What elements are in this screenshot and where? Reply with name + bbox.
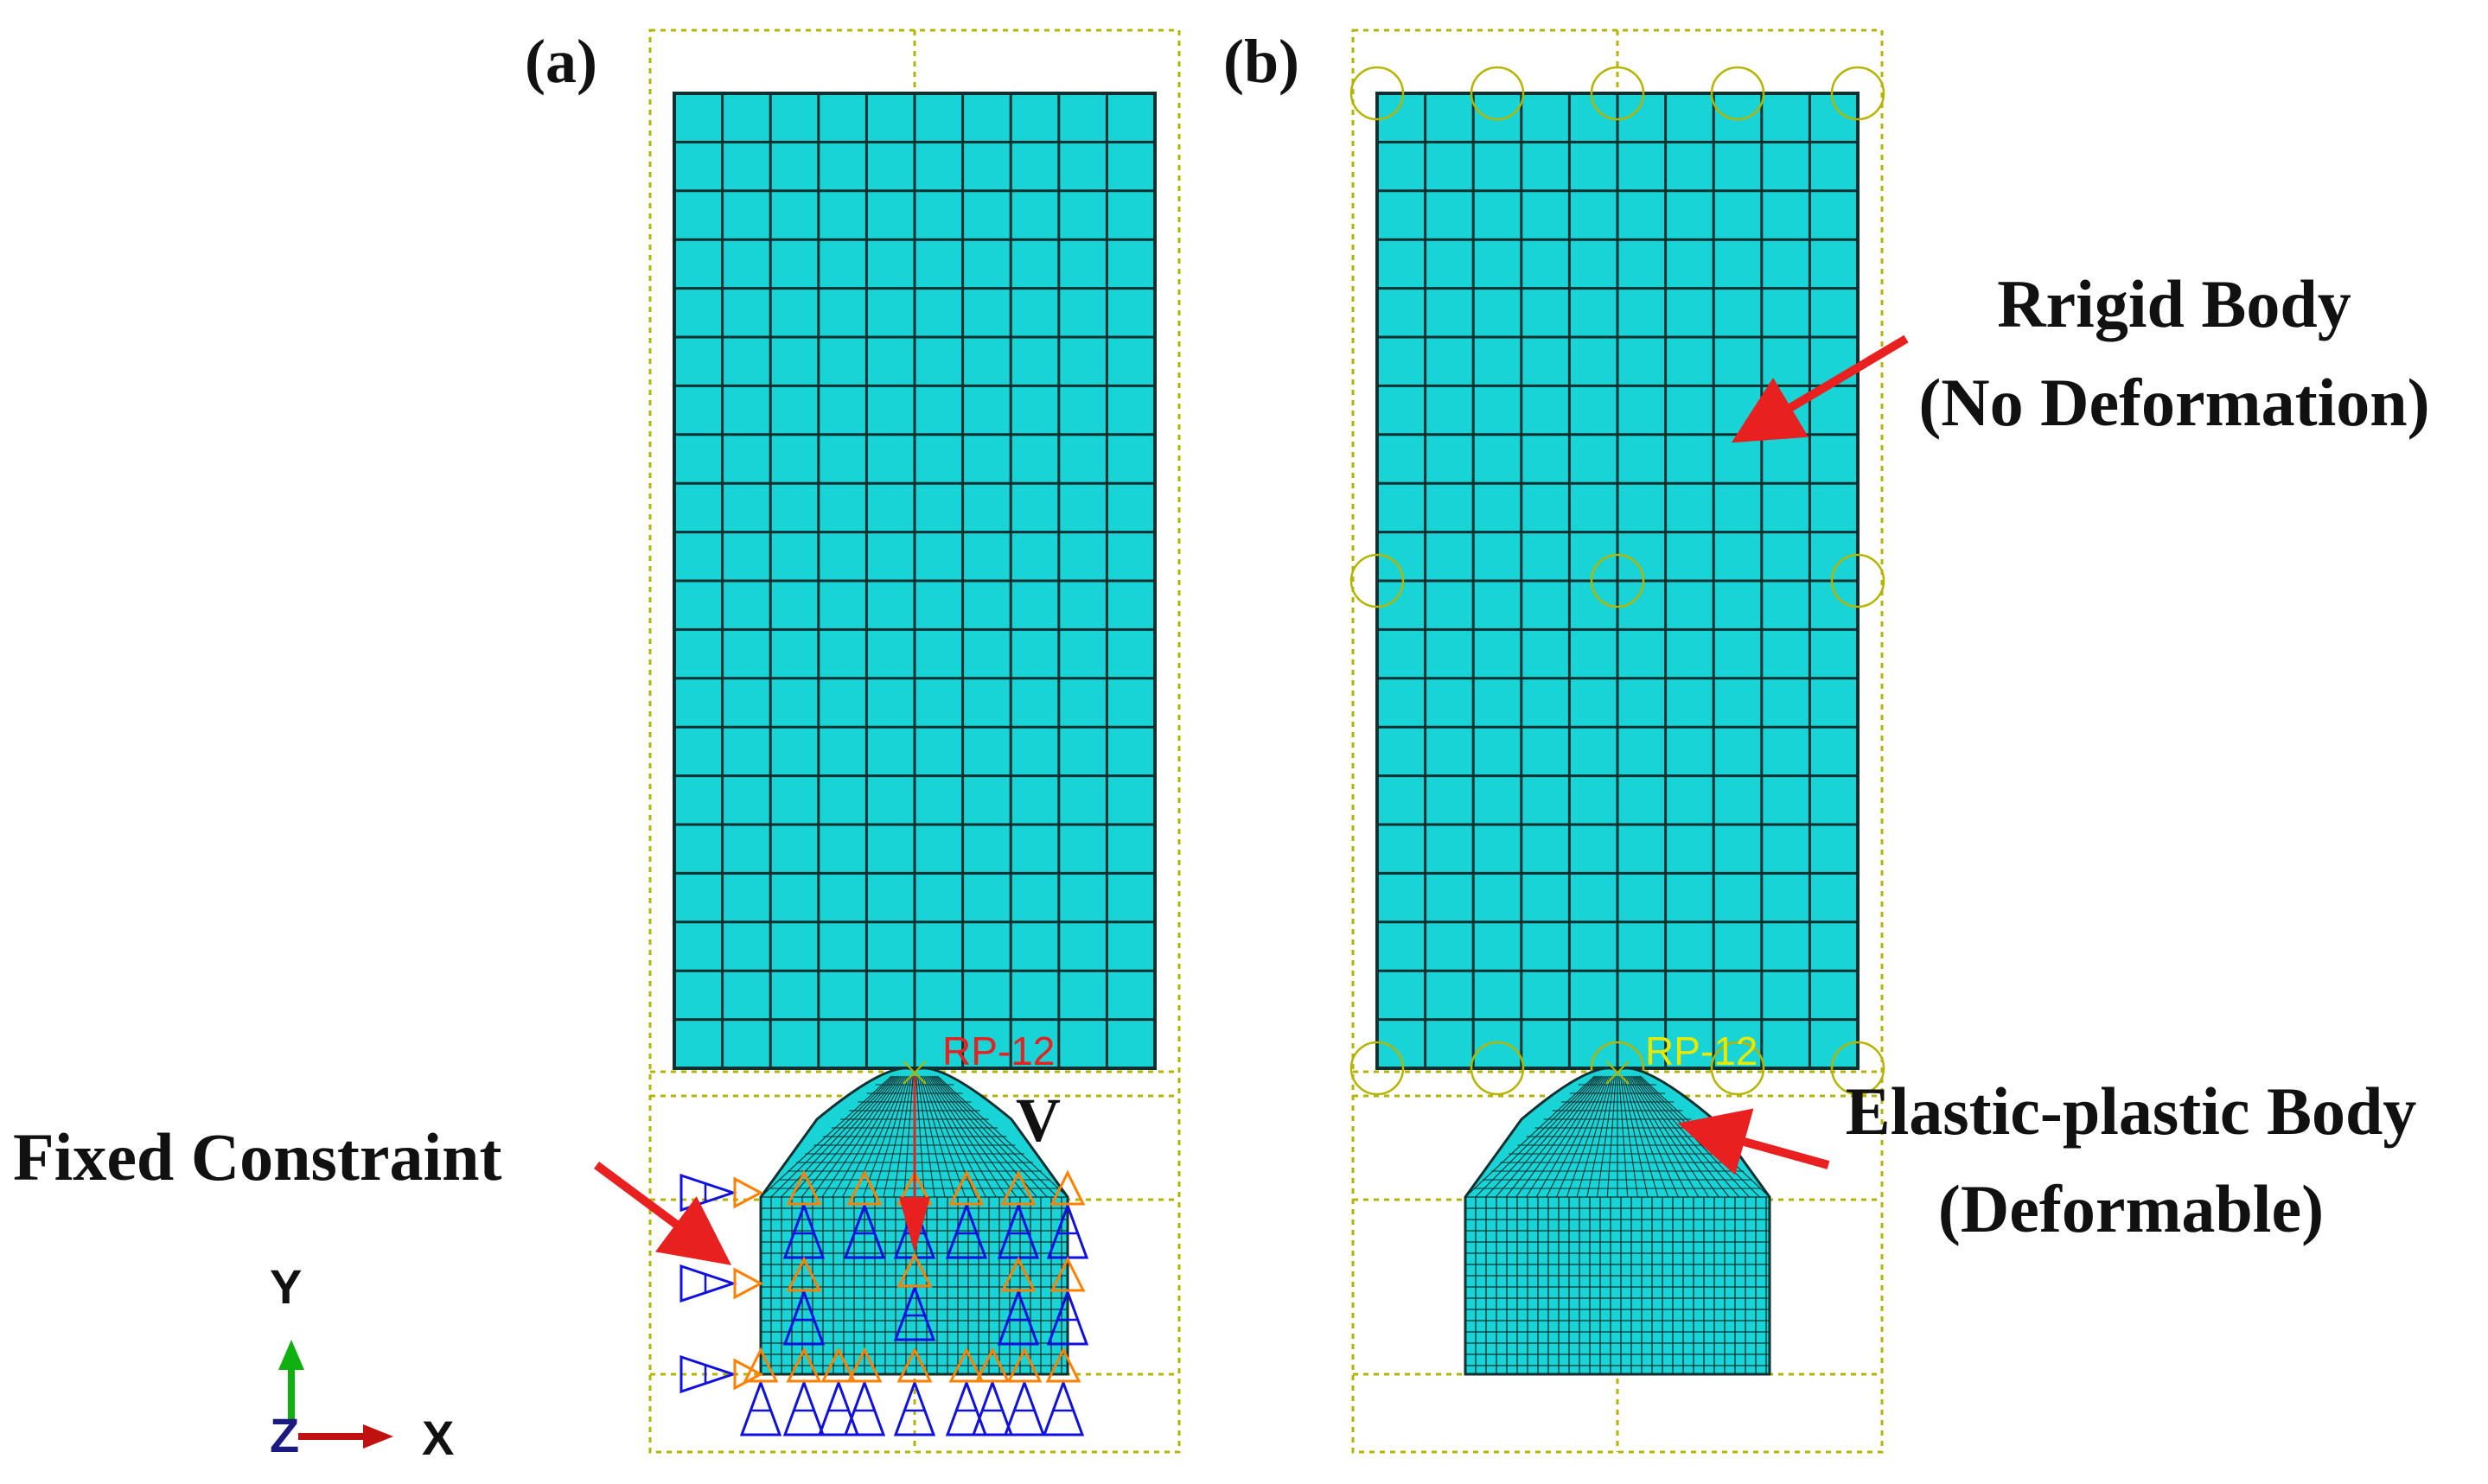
- panel-b-rp-label: RP-12: [1645, 1029, 1758, 1073]
- constraint-orange-icon: [846, 1169, 883, 1206]
- constraint-orange-icon: [1045, 1347, 1081, 1383]
- constraint-cone-icon: [1046, 1288, 1089, 1346]
- constraint-orange-icon: [786, 1256, 822, 1292]
- constraint-cone-icon: [1003, 1379, 1046, 1436]
- panel-a: RP-12 V (a): [525, 27, 1181, 1454]
- panel-a-fixed-constraint-symbols: [679, 1169, 1089, 1436]
- panel-b-rigid-body-mesh: [1375, 92, 1860, 1070]
- panel-b-elastic-body: [1464, 1067, 1771, 1376]
- node-circle-icon: [1349, 1041, 1405, 1096]
- panel-b: RP-12 (b): [1223, 27, 1885, 1454]
- constraint-cone-icon: [817, 1379, 860, 1436]
- rigid-body-annotation: Rrigid Body (No Deformation): [1731, 266, 2430, 443]
- panel-b-label: (b): [1223, 27, 1299, 96]
- elastic-body-arrow: [1677, 1108, 1830, 1175]
- constraint-orange-icon: [1049, 1169, 1086, 1206]
- rigid-body-label-line2: (No Deformation): [1918, 365, 2429, 440]
- constraint-orange-icon: [820, 1347, 857, 1383]
- constraint-cone-icon: [843, 1379, 886, 1436]
- panel-a-velocity-arrow: [899, 1076, 930, 1253]
- axis-y-arrowhead-icon: [278, 1340, 304, 1370]
- panel-a-rp-label: RP-12: [942, 1029, 1055, 1073]
- axis-x-label: X: [422, 1411, 454, 1465]
- panel-b-node-circles: [1349, 66, 1885, 1096]
- node-circle-icon: [1830, 553, 1885, 608]
- constraint-cone-icon: [945, 1379, 988, 1436]
- axis-x-arrowhead-icon: [363, 1424, 393, 1449]
- panel-a-rigid-body-mesh: [673, 92, 1157, 1070]
- elastic-body-annotation: Elastic-plastic Body (Deformable): [1677, 1073, 2417, 1246]
- node-circle-icon: [1470, 1041, 1525, 1096]
- constraint-orange-icon: [1049, 1256, 1086, 1292]
- fixed-constraint-arrow: [594, 1161, 732, 1265]
- constraint-cone-icon: [782, 1379, 826, 1436]
- node-circle-icon: [1710, 1041, 1765, 1096]
- constraint-cone-icon: [782, 1288, 826, 1346]
- panel-a-velocity-label: V: [1016, 1086, 1061, 1155]
- constraint-cone-icon: [893, 1379, 936, 1436]
- node-circle-icon: [1470, 66, 1525, 121]
- panel-b-elastic-body-mesh: [1464, 1075, 1770, 1374]
- node-circle-icon: [1590, 553, 1645, 608]
- constraint-orange-icon: [1000, 1256, 1037, 1292]
- node-circle-icon: [1349, 66, 1405, 121]
- node-circle-icon: [1349, 553, 1405, 608]
- constraint-orange-icon: [846, 1347, 883, 1383]
- constraint-orange-icon: [733, 1267, 764, 1300]
- rigid-body-label-line1: Rrigid Body: [1997, 266, 2351, 341]
- fixed-constraint-annotation: Fixed Constraint: [13, 1119, 732, 1265]
- node-circle-icon: [1830, 1041, 1885, 1096]
- constraint-cone-icon: [893, 1283, 936, 1341]
- elastic-body-label-line1: Elastic-plastic Body: [1846, 1073, 2417, 1149]
- constraint-cone-icon: [739, 1379, 782, 1436]
- constraint-cone-icon: [843, 1201, 886, 1259]
- constraint-orange-icon: [786, 1169, 822, 1206]
- node-circle-icon: [1830, 66, 1885, 121]
- elastic-body-label-line2: (Deformable): [1938, 1171, 2324, 1246]
- fixed-constraint-label: Fixed Constraint: [13, 1119, 502, 1194]
- axis-triad: Y Z X: [270, 1259, 454, 1465]
- panel-a-label: (a): [525, 27, 597, 96]
- constraint-orange-icon: [786, 1347, 822, 1383]
- constraint-orange-icon: [733, 1176, 764, 1209]
- axis-y-label: Y: [270, 1259, 302, 1314]
- constraint-orange-icon: [896, 1252, 933, 1288]
- constraint-orange-icon: [948, 1169, 985, 1206]
- panel-b-rp-marker: [1605, 1060, 1630, 1085]
- constraint-orange-icon: [896, 1347, 933, 1383]
- constraint-side-icon: [679, 1354, 737, 1394]
- constraint-orange-icon: [948, 1347, 985, 1383]
- node-circle-icon: [1590, 66, 1645, 121]
- constraint-orange-icon: [743, 1347, 779, 1383]
- constraint-side-icon: [679, 1264, 737, 1303]
- axis-z-label: Z: [270, 1408, 299, 1462]
- panel-a-rp-marker: [903, 1060, 927, 1085]
- constraint-orange-icon: [1000, 1169, 1037, 1206]
- constraint-cone-icon: [945, 1201, 988, 1259]
- node-circle-icon: [1710, 66, 1765, 121]
- constraint-orange-icon: [1006, 1347, 1043, 1383]
- constraint-side-icon: [679, 1173, 737, 1213]
- constraint-cone-icon: [997, 1288, 1040, 1346]
- constraint-cone-icon: [971, 1379, 1014, 1436]
- constraint-cone-icon: [1042, 1379, 1085, 1436]
- constraint-orange-icon: [974, 1347, 1011, 1383]
- rigid-body-arrow: [1731, 334, 1909, 443]
